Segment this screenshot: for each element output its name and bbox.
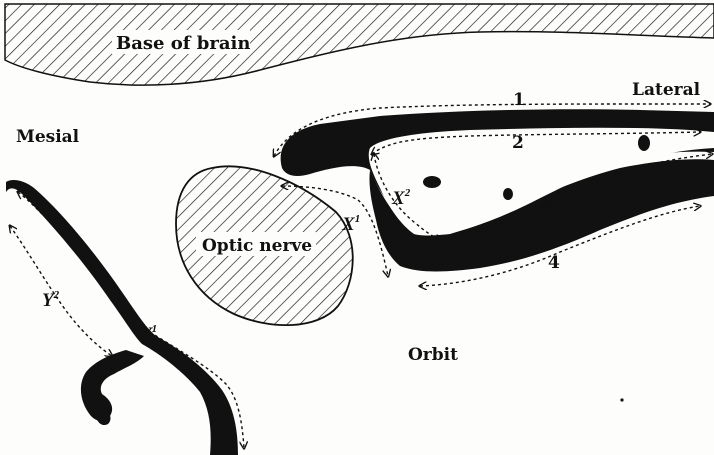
hook-bone [81, 350, 144, 421]
label-number-1: 1 [513, 90, 525, 110]
label-x1: X1 [341, 213, 360, 235]
arrow-line-y2 [10, 226, 112, 356]
base-of-brain-region [5, 4, 714, 85]
label-optic-nerve: Optic nerve [202, 236, 312, 256]
label-number-3: 3 [540, 195, 552, 215]
label-mesial: Mesial [16, 127, 80, 147]
ink-speck [620, 398, 623, 401]
label-x2-sup: 2 [404, 187, 411, 199]
label-y2-sup: 2 [53, 289, 60, 301]
bone-spot [638, 135, 650, 151]
label-orbit: Orbit [408, 345, 458, 365]
label-y1-sup: 1 [152, 323, 158, 335]
label-base-of-brain: Base of brain [116, 33, 250, 54]
bone-spot [503, 188, 513, 200]
label-number-2: 2 [512, 133, 524, 153]
bone-spot [423, 176, 441, 188]
label-x1-sup: 1 [355, 213, 361, 225]
label-y2: Y2 [42, 289, 60, 311]
label-number-4: 4 [548, 253, 560, 273]
label-lateral: Lateral [632, 80, 701, 100]
